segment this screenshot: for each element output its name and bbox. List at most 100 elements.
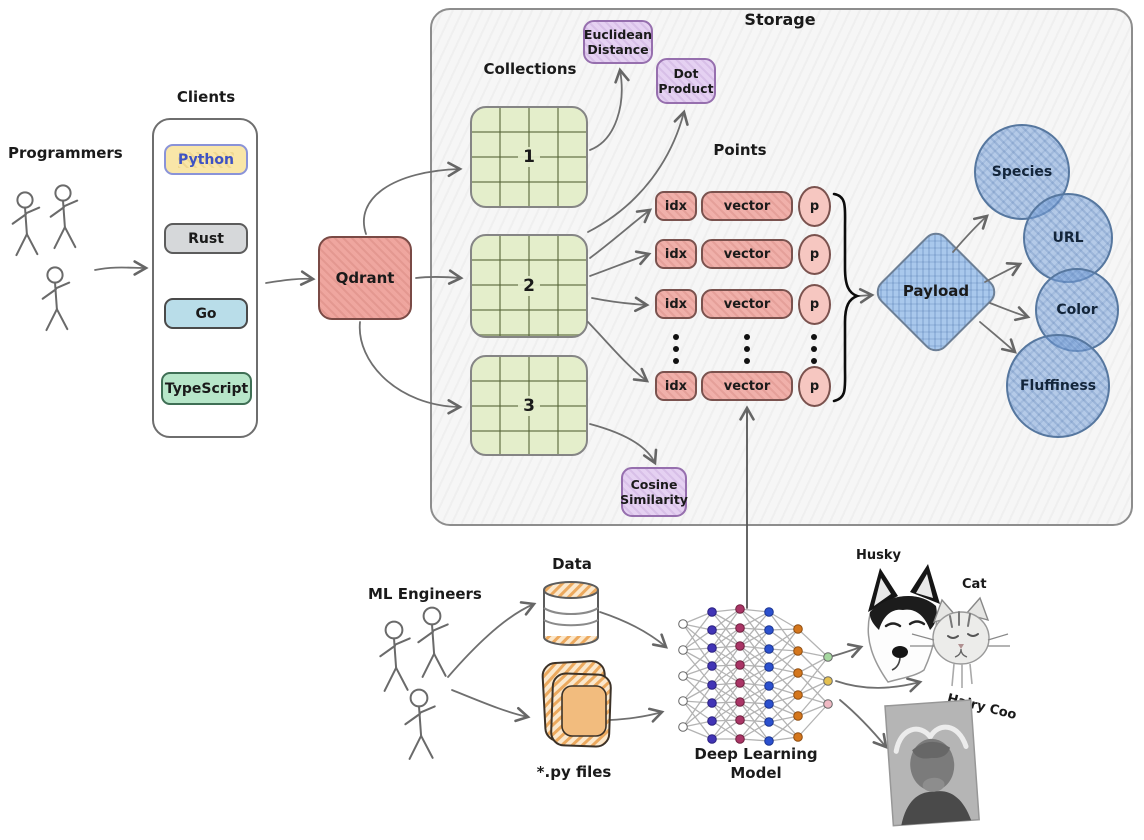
network-node <box>707 680 717 690</box>
color-label: Color <box>1056 302 1098 318</box>
network-node <box>823 699 833 709</box>
collection-2-number: 2 <box>518 276 540 296</box>
arrow-ml-pyfiles <box>451 689 531 723</box>
point-row-2-vector: vector <box>701 239 793 269</box>
metric-dot-product: Dot Product <box>656 58 716 104</box>
network-node <box>678 722 688 732</box>
collection-table-3: 3 <box>470 355 588 456</box>
p-label: p <box>809 297 820 312</box>
network-node <box>735 623 745 633</box>
point-row-3-payload: p <box>798 284 831 325</box>
client-python: Python <box>164 144 248 175</box>
arrow-pyfiles-model <box>609 707 665 723</box>
metric-cosine-similarity: Cosine Similarity <box>620 467 688 517</box>
idx-label: idx <box>664 378 688 394</box>
hairy-coo-label: Hairy Coo <box>945 691 1018 724</box>
idx-label: idx <box>664 198 688 214</box>
network-node <box>735 734 745 744</box>
py-files-icon <box>541 660 612 748</box>
points-label: Points <box>713 141 767 159</box>
husky-image <box>867 564 940 683</box>
url-label: URL <box>1052 230 1084 246</box>
network-node <box>678 671 688 681</box>
network-node <box>707 625 717 635</box>
network-node <box>793 690 803 700</box>
stick-figure <box>49 184 79 250</box>
network-node <box>793 624 803 634</box>
network-node <box>735 715 745 725</box>
programmers-label: Programmers <box>8 144 123 162</box>
network-node <box>764 736 774 746</box>
clients-box: Python Rust Go TypeScript <box>152 118 258 438</box>
network-node <box>707 661 717 671</box>
network-node <box>764 717 774 727</box>
network-edges <box>682 608 829 742</box>
point-row-4-vector: vector <box>701 371 793 401</box>
metric-cosine-line2: Similarity <box>620 492 688 507</box>
network-node <box>764 662 774 672</box>
vector-label: vector <box>723 378 771 394</box>
network-node <box>707 716 717 726</box>
point-row-4-payload: p <box>798 366 831 407</box>
p-label: p <box>809 199 820 214</box>
metric-euclidean-distance: Euclidean Distance <box>583 20 653 64</box>
qdrant-node: Qdrant <box>318 236 412 320</box>
stick-figure <box>417 606 449 678</box>
collection-1-number: 1 <box>518 147 540 167</box>
client-typescript-label: TypeScript <box>164 380 249 397</box>
species-label: Species <box>991 164 1053 180</box>
metric-euclidean-line2: Distance <box>587 42 649 57</box>
arrow-clients-qdrant <box>265 270 316 286</box>
fluffiness-label: Fluffiness <box>1019 378 1097 394</box>
attribute-fluffiness: Fluffiness <box>1006 334 1110 438</box>
clients-title: Clients <box>176 88 236 106</box>
arrow-model-hairycoo <box>839 699 888 750</box>
network-node <box>707 643 717 653</box>
network-node <box>735 660 745 670</box>
network-node <box>823 652 833 662</box>
metric-cosine-line1: Cosine <box>630 477 678 492</box>
client-rust-label: Rust <box>188 230 224 247</box>
stick-figure <box>379 620 411 692</box>
network-node <box>678 619 688 629</box>
cat-image <box>910 596 1010 688</box>
arrow-model-cat <box>835 677 923 693</box>
collections-label: Collections <box>483 60 577 78</box>
network-node <box>793 668 803 678</box>
hairy-coo-image <box>884 699 980 827</box>
point-row-1-payload: p <box>798 186 831 227</box>
data-label: Data <box>552 555 592 573</box>
dlm-line2: Model <box>730 763 782 782</box>
p-label: p <box>809 379 820 394</box>
stick-figure <box>41 266 71 332</box>
arrow-programmers-clients <box>94 260 149 276</box>
point-row-2-payload: p <box>798 234 831 275</box>
cat-label: Cat <box>962 577 987 592</box>
payload-label: Payload <box>902 282 970 300</box>
network-node <box>707 698 717 708</box>
ml-engineers-figures <box>379 606 449 760</box>
stick-figure <box>404 688 436 760</box>
p-label: p <box>809 247 820 262</box>
deep-learning-model-network <box>678 604 833 746</box>
network-node <box>678 645 688 655</box>
arrow-model-husky <box>832 643 864 659</box>
network-node <box>823 676 833 686</box>
arrow-ml-data <box>447 601 537 678</box>
idx-label: idx <box>664 296 688 312</box>
data-cylinder-icon <box>543 581 599 646</box>
network-node <box>793 732 803 742</box>
network-node <box>793 646 803 656</box>
network-node <box>764 681 774 691</box>
dlm-line1: Deep Learning <box>694 745 818 763</box>
husky-label: Husky <box>856 548 901 563</box>
network-node <box>735 604 745 614</box>
point-row-2-idx: idx <box>655 239 697 269</box>
client-go-label: Go <box>195 305 217 322</box>
collection-3-number: 3 <box>518 395 540 416</box>
network-node <box>735 678 745 688</box>
client-go: Go <box>164 298 248 329</box>
collection-table-2: 2 <box>470 234 588 338</box>
collection-table-1: 1 <box>470 106 588 208</box>
